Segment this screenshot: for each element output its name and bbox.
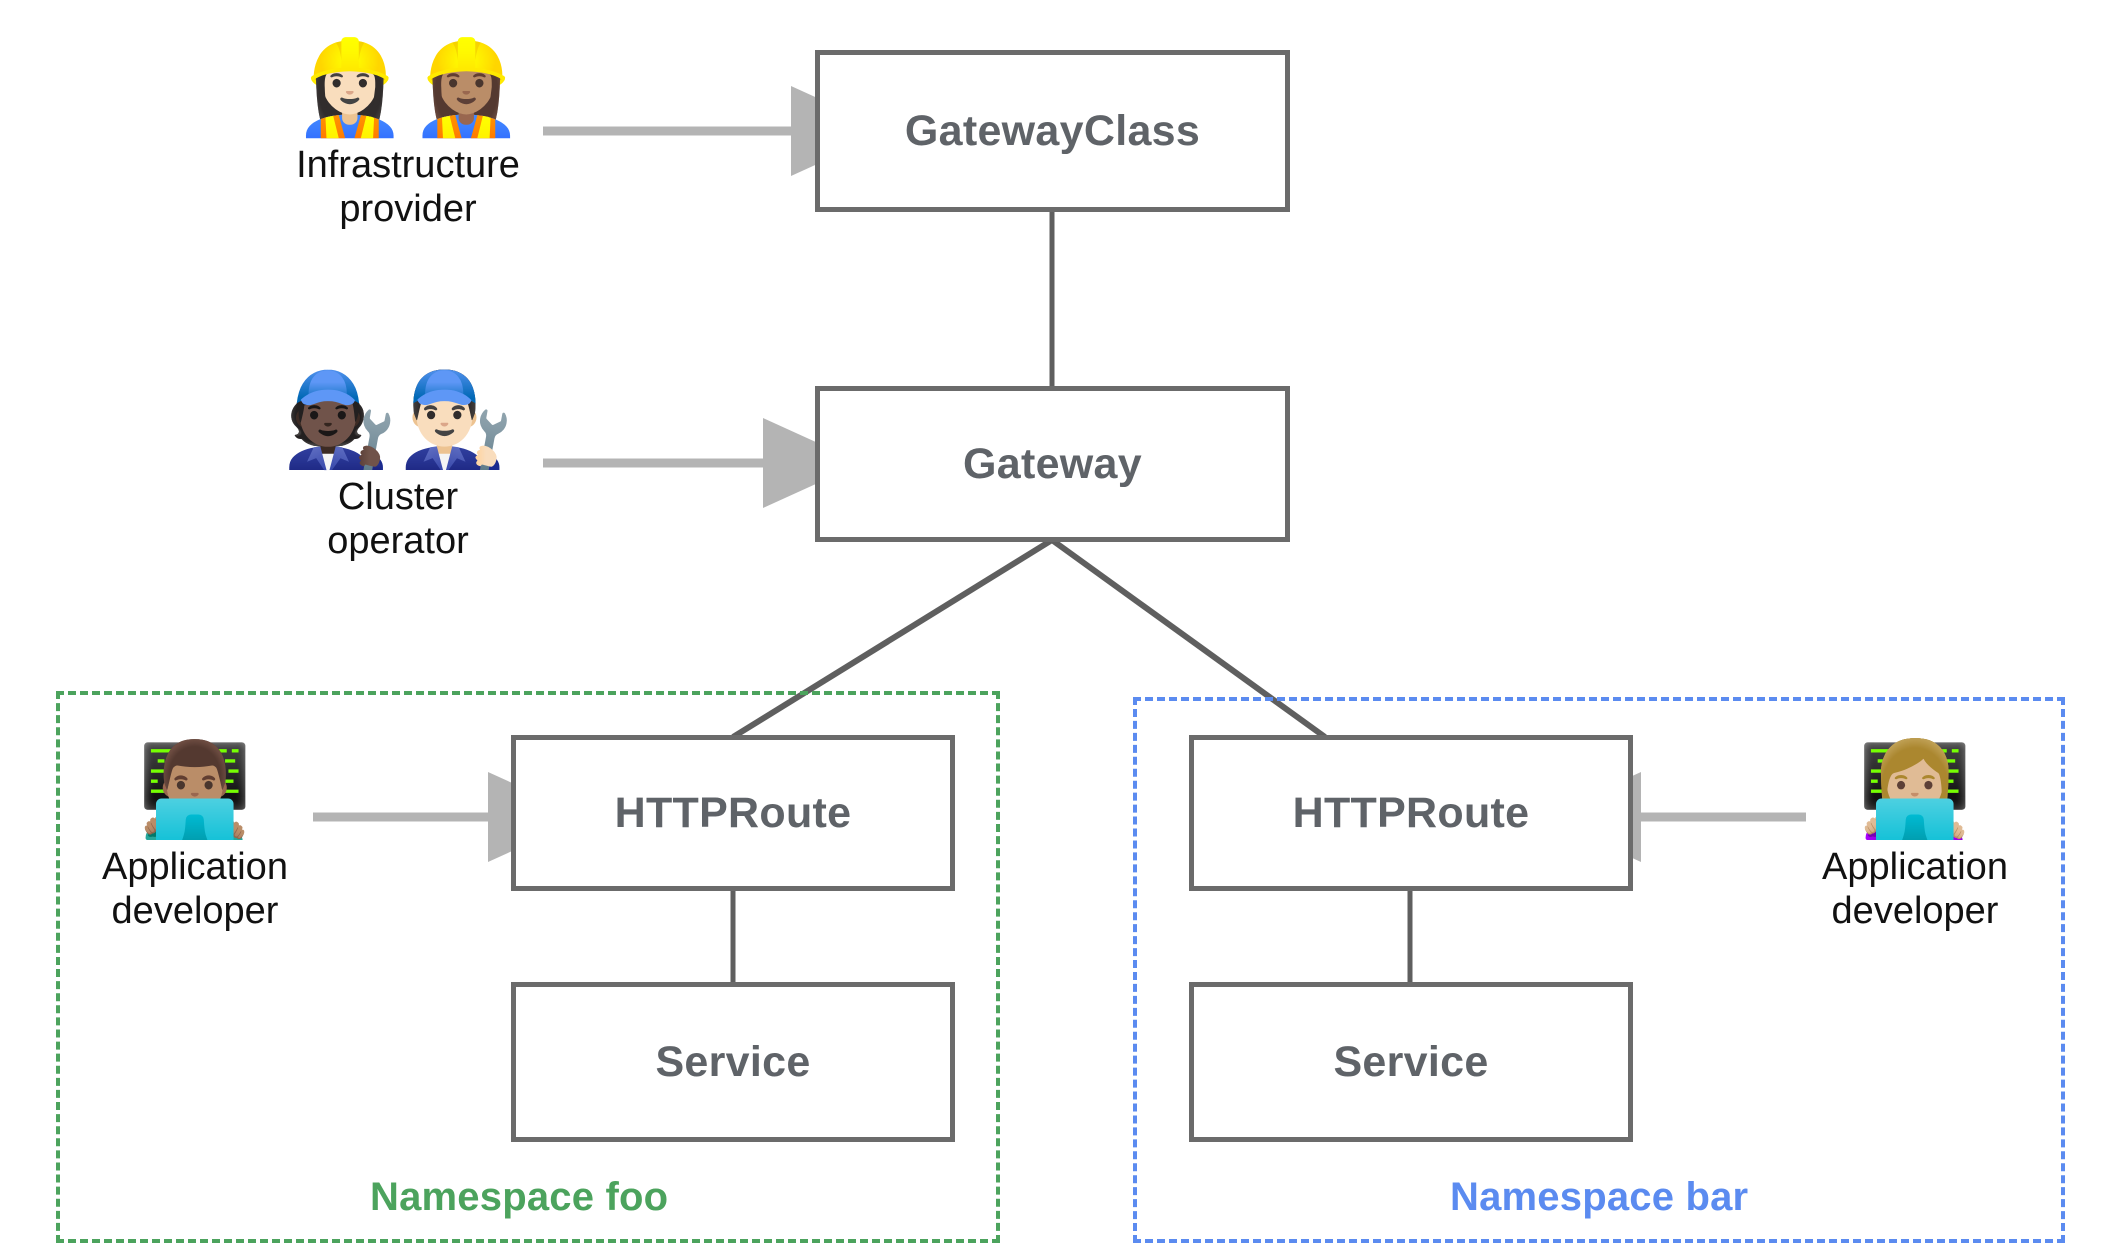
node-gateway-label: Gateway	[963, 439, 1142, 488]
construction-worker-woman-light-icon: 👷🏻‍♀️	[292, 34, 407, 141]
persona-cluster-operator-icons: 🧑🏿‍🔧👨🏻‍🔧	[248, 371, 548, 469]
node-service-bar[interactable]: Service	[1189, 982, 1633, 1142]
persona-application-developer-foo-caption: Application developer	[102, 845, 288, 933]
connector-gateway-httproute-foo	[731, 537, 1054, 740]
node-httproute-foo-label: HTTPRoute	[614, 788, 852, 837]
mechanic-dark-icon: 🧑🏿‍🔧	[282, 366, 397, 473]
persona-infrastructure-provider: 👷🏻‍♀️👷🏽‍♀️ Infrastructure provider	[258, 39, 558, 232]
node-httproute-foo[interactable]: HTTPRoute	[511, 735, 955, 891]
persona-application-developer-bar-icons: 👩🏼‍💻	[1790, 741, 2040, 839]
namespace-foo-label: Namespace foo	[370, 1175, 669, 1219]
persona-application-developer-foo: 👨🏽‍💻 Application developer	[70, 741, 320, 934]
connector-gateway-httproute-bar	[1050, 537, 1327, 740]
node-gatewayclass-label: GatewayClass	[904, 106, 1201, 155]
namespace-foo-container	[56, 691, 1000, 1243]
persona-infrastructure-provider-caption: Infrastructure provider	[296, 143, 520, 231]
persona-cluster-operator: 🧑🏿‍🔧👨🏻‍🔧 Cluster operator	[248, 371, 548, 564]
node-service-bar-label: Service	[1333, 1037, 1489, 1086]
node-gateway[interactable]: Gateway	[815, 386, 1290, 542]
namespace-bar-label: Namespace bar	[1450, 1175, 1749, 1219]
woman-technologist-icon: 👩🏼‍💻	[1857, 736, 1973, 843]
namespace-bar-container	[1133, 697, 2065, 1243]
node-service-foo[interactable]: Service	[511, 982, 955, 1142]
man-technologist-icon: 👨🏽‍💻	[137, 736, 253, 843]
node-httproute-bar-label: HTTPRoute	[1292, 788, 1530, 837]
persona-application-developer-bar-caption: Application developer	[1822, 845, 2008, 933]
node-httproute-bar[interactable]: HTTPRoute	[1189, 735, 1633, 891]
construction-worker-woman-medium-icon: 👷🏽‍♀️	[409, 34, 524, 141]
persona-cluster-operator-caption: Cluster operator	[327, 475, 469, 563]
node-service-foo-label: Service	[655, 1037, 811, 1086]
persona-application-developer-foo-icons: 👨🏽‍💻	[70, 741, 320, 839]
persona-application-developer-bar: 👩🏼‍💻 Application developer	[1790, 741, 2040, 934]
mechanic-man-light-icon: 👨🏻‍🔧	[399, 366, 514, 473]
persona-infrastructure-provider-icons: 👷🏻‍♀️👷🏽‍♀️	[258, 39, 558, 137]
node-gatewayclass[interactable]: GatewayClass	[815, 50, 1290, 212]
